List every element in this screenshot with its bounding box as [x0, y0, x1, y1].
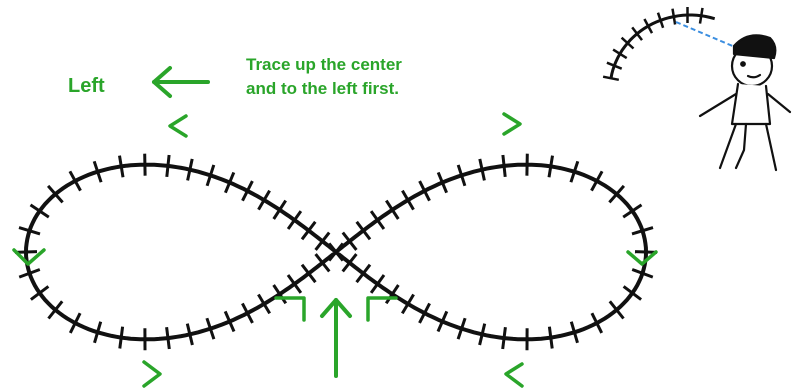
small-track-tick — [700, 8, 703, 24]
track-tick — [386, 201, 398, 219]
track-tick — [549, 156, 553, 178]
track-tick — [371, 275, 384, 293]
track-tick — [274, 285, 286, 303]
small-track-tick — [673, 9, 676, 25]
center-up-arrow-icon — [322, 300, 350, 376]
track-tick — [549, 327, 552, 349]
track-tick — [386, 285, 398, 303]
stick-figure-icon — [700, 35, 790, 170]
track-tick — [288, 211, 301, 229]
chevron-right-edge-icon — [628, 252, 656, 264]
track-tick — [274, 201, 286, 219]
track-tick — [31, 205, 49, 217]
chevron-top-left-icon — [170, 116, 186, 136]
instruction-line-1: Trace up the center — [246, 55, 402, 74]
track-tick — [371, 211, 384, 229]
left-arrow-icon — [154, 68, 208, 96]
track-tick — [120, 156, 124, 178]
track-tick — [503, 155, 505, 177]
track-tick — [167, 327, 170, 349]
chevron-center-left-icon — [276, 298, 304, 320]
left-label: Left — [68, 75, 105, 97]
instruction-line-2: and to the left first. — [246, 79, 399, 98]
chevron-bottom-right-icon — [506, 364, 522, 386]
track-tick — [503, 327, 506, 349]
chevron-center-right-icon — [368, 298, 396, 320]
small-track-tick — [603, 77, 619, 80]
track-tick — [167, 155, 169, 177]
track-tick — [623, 205, 641, 217]
track-tick — [302, 222, 315, 240]
chevron-top-right-icon — [504, 114, 520, 134]
chevron-bottom-left-icon — [144, 362, 160, 386]
sight-line-icon — [676, 22, 742, 50]
small-track-icon — [603, 7, 715, 80]
track-tick — [357, 222, 370, 240]
track-tick — [288, 275, 301, 293]
track-tick — [120, 327, 123, 349]
